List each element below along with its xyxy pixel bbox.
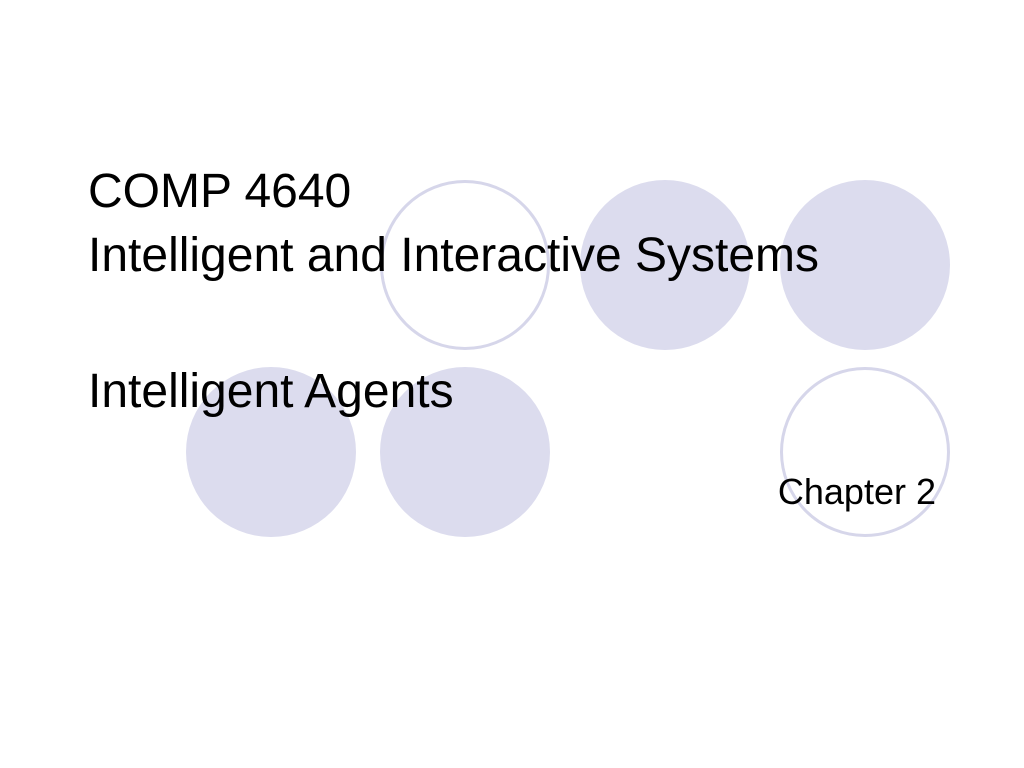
decorative-circle-filled [186,367,356,537]
course-code: COMP 4640 [88,165,352,218]
decorative-circle-outline [380,180,550,350]
slide-title: COMP 4640 Intelligent and Interactive Sy… [88,160,819,424]
slide-subtitle: Chapter 2 [777,471,936,512]
course-name: Intelligent and Interactive Systems [88,229,820,282]
decorative-circle-filled [780,180,950,350]
decorative-circle-outline [780,367,950,537]
topic-title: Intelligent Agents [88,365,454,418]
decorative-circle-filled [580,180,750,350]
title-spacer [88,288,819,360]
decorative-circle-filled [380,367,550,537]
